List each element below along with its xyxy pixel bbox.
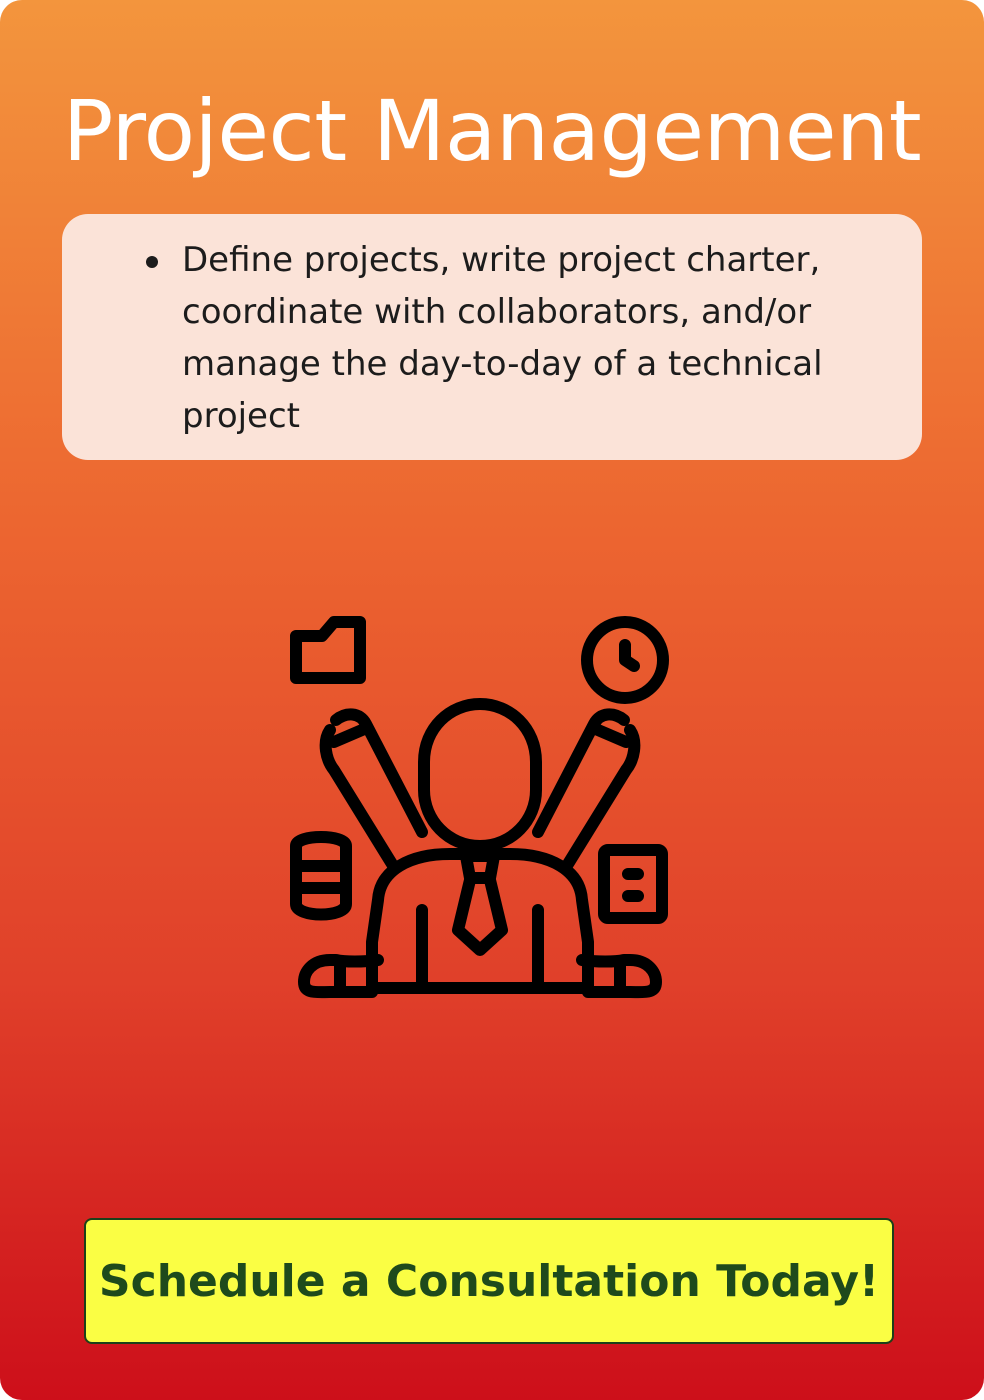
clock-icon (581, 616, 669, 704)
description-list: Define projects, write project charter, … (120, 234, 840, 442)
schedule-consultation-button[interactable]: Schedule a Consultation Today! (84, 1218, 894, 1344)
tie-shape (452, 850, 508, 956)
left-arm-shape (319, 708, 428, 870)
lower-left-arm-shape (298, 954, 384, 999)
multitasking-manager-icon (290, 616, 669, 999)
card-title: Project Management (62, 82, 922, 180)
description-text: Define projects, write project charter, … (182, 240, 823, 436)
head-shape (418, 698, 542, 852)
coffee-cup-icon (290, 831, 352, 921)
right-arm-shape (532, 708, 641, 870)
folder-icon (290, 616, 366, 684)
phone-icon (598, 844, 668, 924)
description-item: Define projects, write project charter, … (120, 234, 840, 442)
torso-shape (366, 848, 594, 994)
lower-right-arm-shape (576, 954, 662, 999)
bullet-icon (146, 256, 158, 268)
description-box (62, 214, 922, 460)
